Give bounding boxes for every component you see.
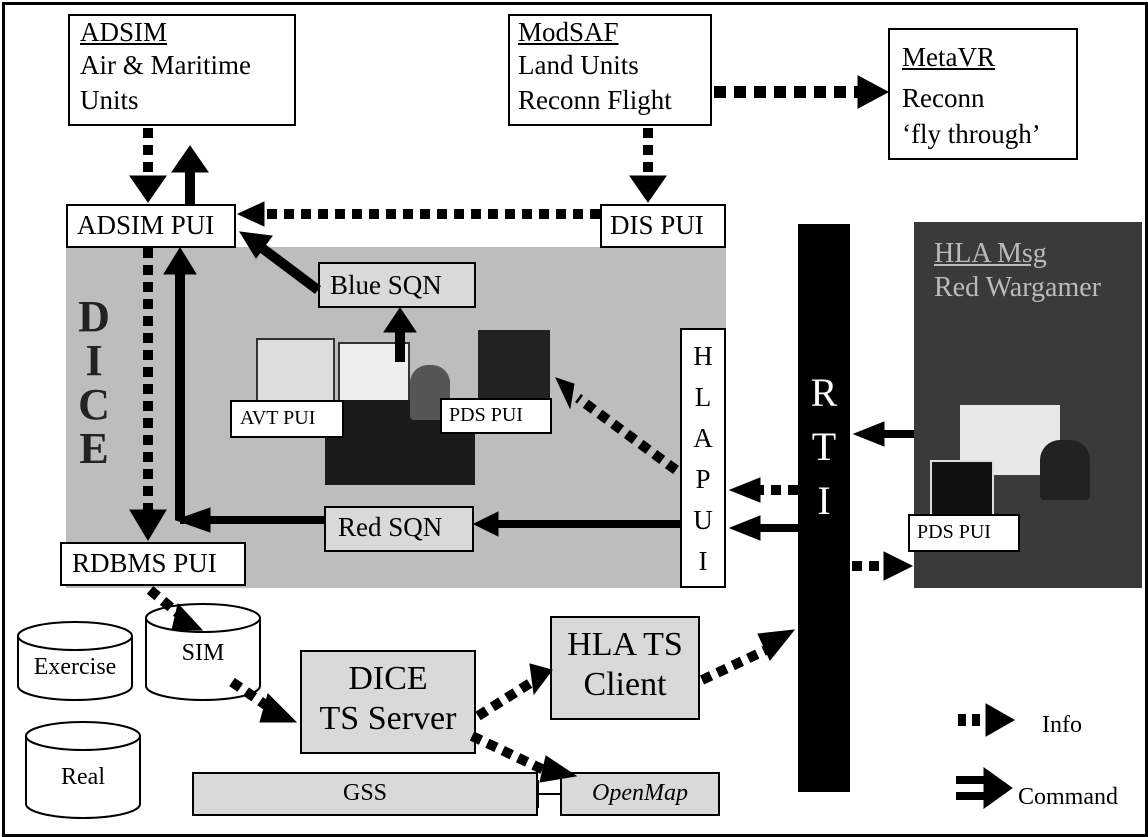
adsim-pui-box — [66, 204, 236, 248]
hla-pui-letters: H L A P U I — [680, 336, 726, 582]
adsim-pui-label: ADSIM PUI — [77, 210, 215, 240]
real-db-icon — [25, 721, 141, 819]
rti-letter: R — [810, 370, 838, 415]
blue-sqn-box — [318, 262, 476, 308]
hla-pui-letter: A — [693, 423, 713, 453]
modsaf-title: ModSAF — [518, 17, 619, 47]
hla-msg-title: HLA Msg — [934, 238, 1047, 269]
openmap-box — [560, 772, 720, 816]
metavr-line1: Reconn — [902, 83, 985, 113]
openmap-label: OpenMap — [592, 780, 688, 806]
hla-pui-letter: H — [693, 341, 713, 371]
dice-letters: D I C E — [74, 295, 114, 471]
metavr-title: MetaVR — [902, 42, 995, 72]
dice-letter: D — [78, 292, 110, 341]
metavr-line2: ‘fly through’ — [902, 119, 1041, 149]
sim-db-icon — [145, 603, 261, 701]
dice-ts-line1: DICE — [348, 660, 428, 697]
command-arrows — [163, 145, 1013, 809]
exercise-db-icon — [17, 621, 133, 701]
pds-pui-box — [440, 398, 552, 434]
modsaf-line1: Land Units — [518, 50, 639, 80]
gss-label: GSS — [342, 780, 388, 806]
rti-letter: I — [817, 478, 831, 523]
red-sqn-label: Red SQN — [338, 512, 443, 542]
rdbms-pui-label: RDBMS PUI — [72, 548, 217, 578]
hla-ts-line1: HLA TS — [567, 626, 683, 663]
modsaf-box — [508, 14, 712, 126]
exercise-db-label: Exercise — [33, 654, 117, 680]
gss-box — [192, 772, 538, 816]
avt-pui-label: AVT PUI — [240, 407, 316, 429]
pds-pui-right-box — [908, 514, 1020, 552]
rti-letters: R T I — [798, 366, 850, 528]
dice-letter: I — [85, 336, 103, 385]
dice-letter: E — [79, 424, 109, 473]
sim-db-label: SIM — [181, 640, 225, 666]
rti-letter: T — [811, 424, 837, 469]
modsaf-line2: Reconn Flight — [518, 85, 672, 115]
dis-pui-box — [600, 204, 726, 248]
dice-letter: C — [78, 380, 110, 429]
dis-pui-label: DIS PUI — [610, 210, 704, 240]
hla-ts-line2: Client — [583, 666, 667, 703]
adsim-title: ADSIM — [80, 17, 168, 47]
real-db-label: Real — [61, 764, 105, 790]
info-arrows — [129, 75, 1016, 783]
metavr-box — [888, 28, 1078, 160]
avt-pui-box — [230, 400, 344, 438]
legend-info-label: Info — [1042, 712, 1082, 738]
hla-ts-client-box — [550, 616, 700, 720]
blue-sqn-label: Blue SQN — [330, 270, 442, 300]
hla-pui-letter: I — [698, 546, 708, 576]
red-wargamer-label: Red Wargamer — [934, 272, 1101, 303]
dice-ts-server-box — [300, 650, 476, 754]
red-sqn-box — [324, 506, 474, 552]
hla-pui-letter: U — [693, 505, 713, 535]
adsim-line2: Units — [80, 85, 139, 115]
hla-pui-letter: L — [694, 382, 712, 412]
hla-pui-letter: P — [695, 464, 711, 494]
pds-pui-right-label: PDS PUI — [917, 521, 991, 543]
adsim-box — [68, 14, 296, 126]
hla-pui-box — [680, 328, 726, 588]
rti-bar — [798, 224, 850, 792]
dice-ts-line2: TS Server — [319, 700, 457, 737]
pds-pui-label: PDS PUI — [449, 404, 523, 426]
adsim-line1: Air & Maritime — [80, 50, 251, 80]
rdbms-pui-box — [60, 542, 246, 586]
legend-command-label: Command — [1018, 784, 1118, 810]
